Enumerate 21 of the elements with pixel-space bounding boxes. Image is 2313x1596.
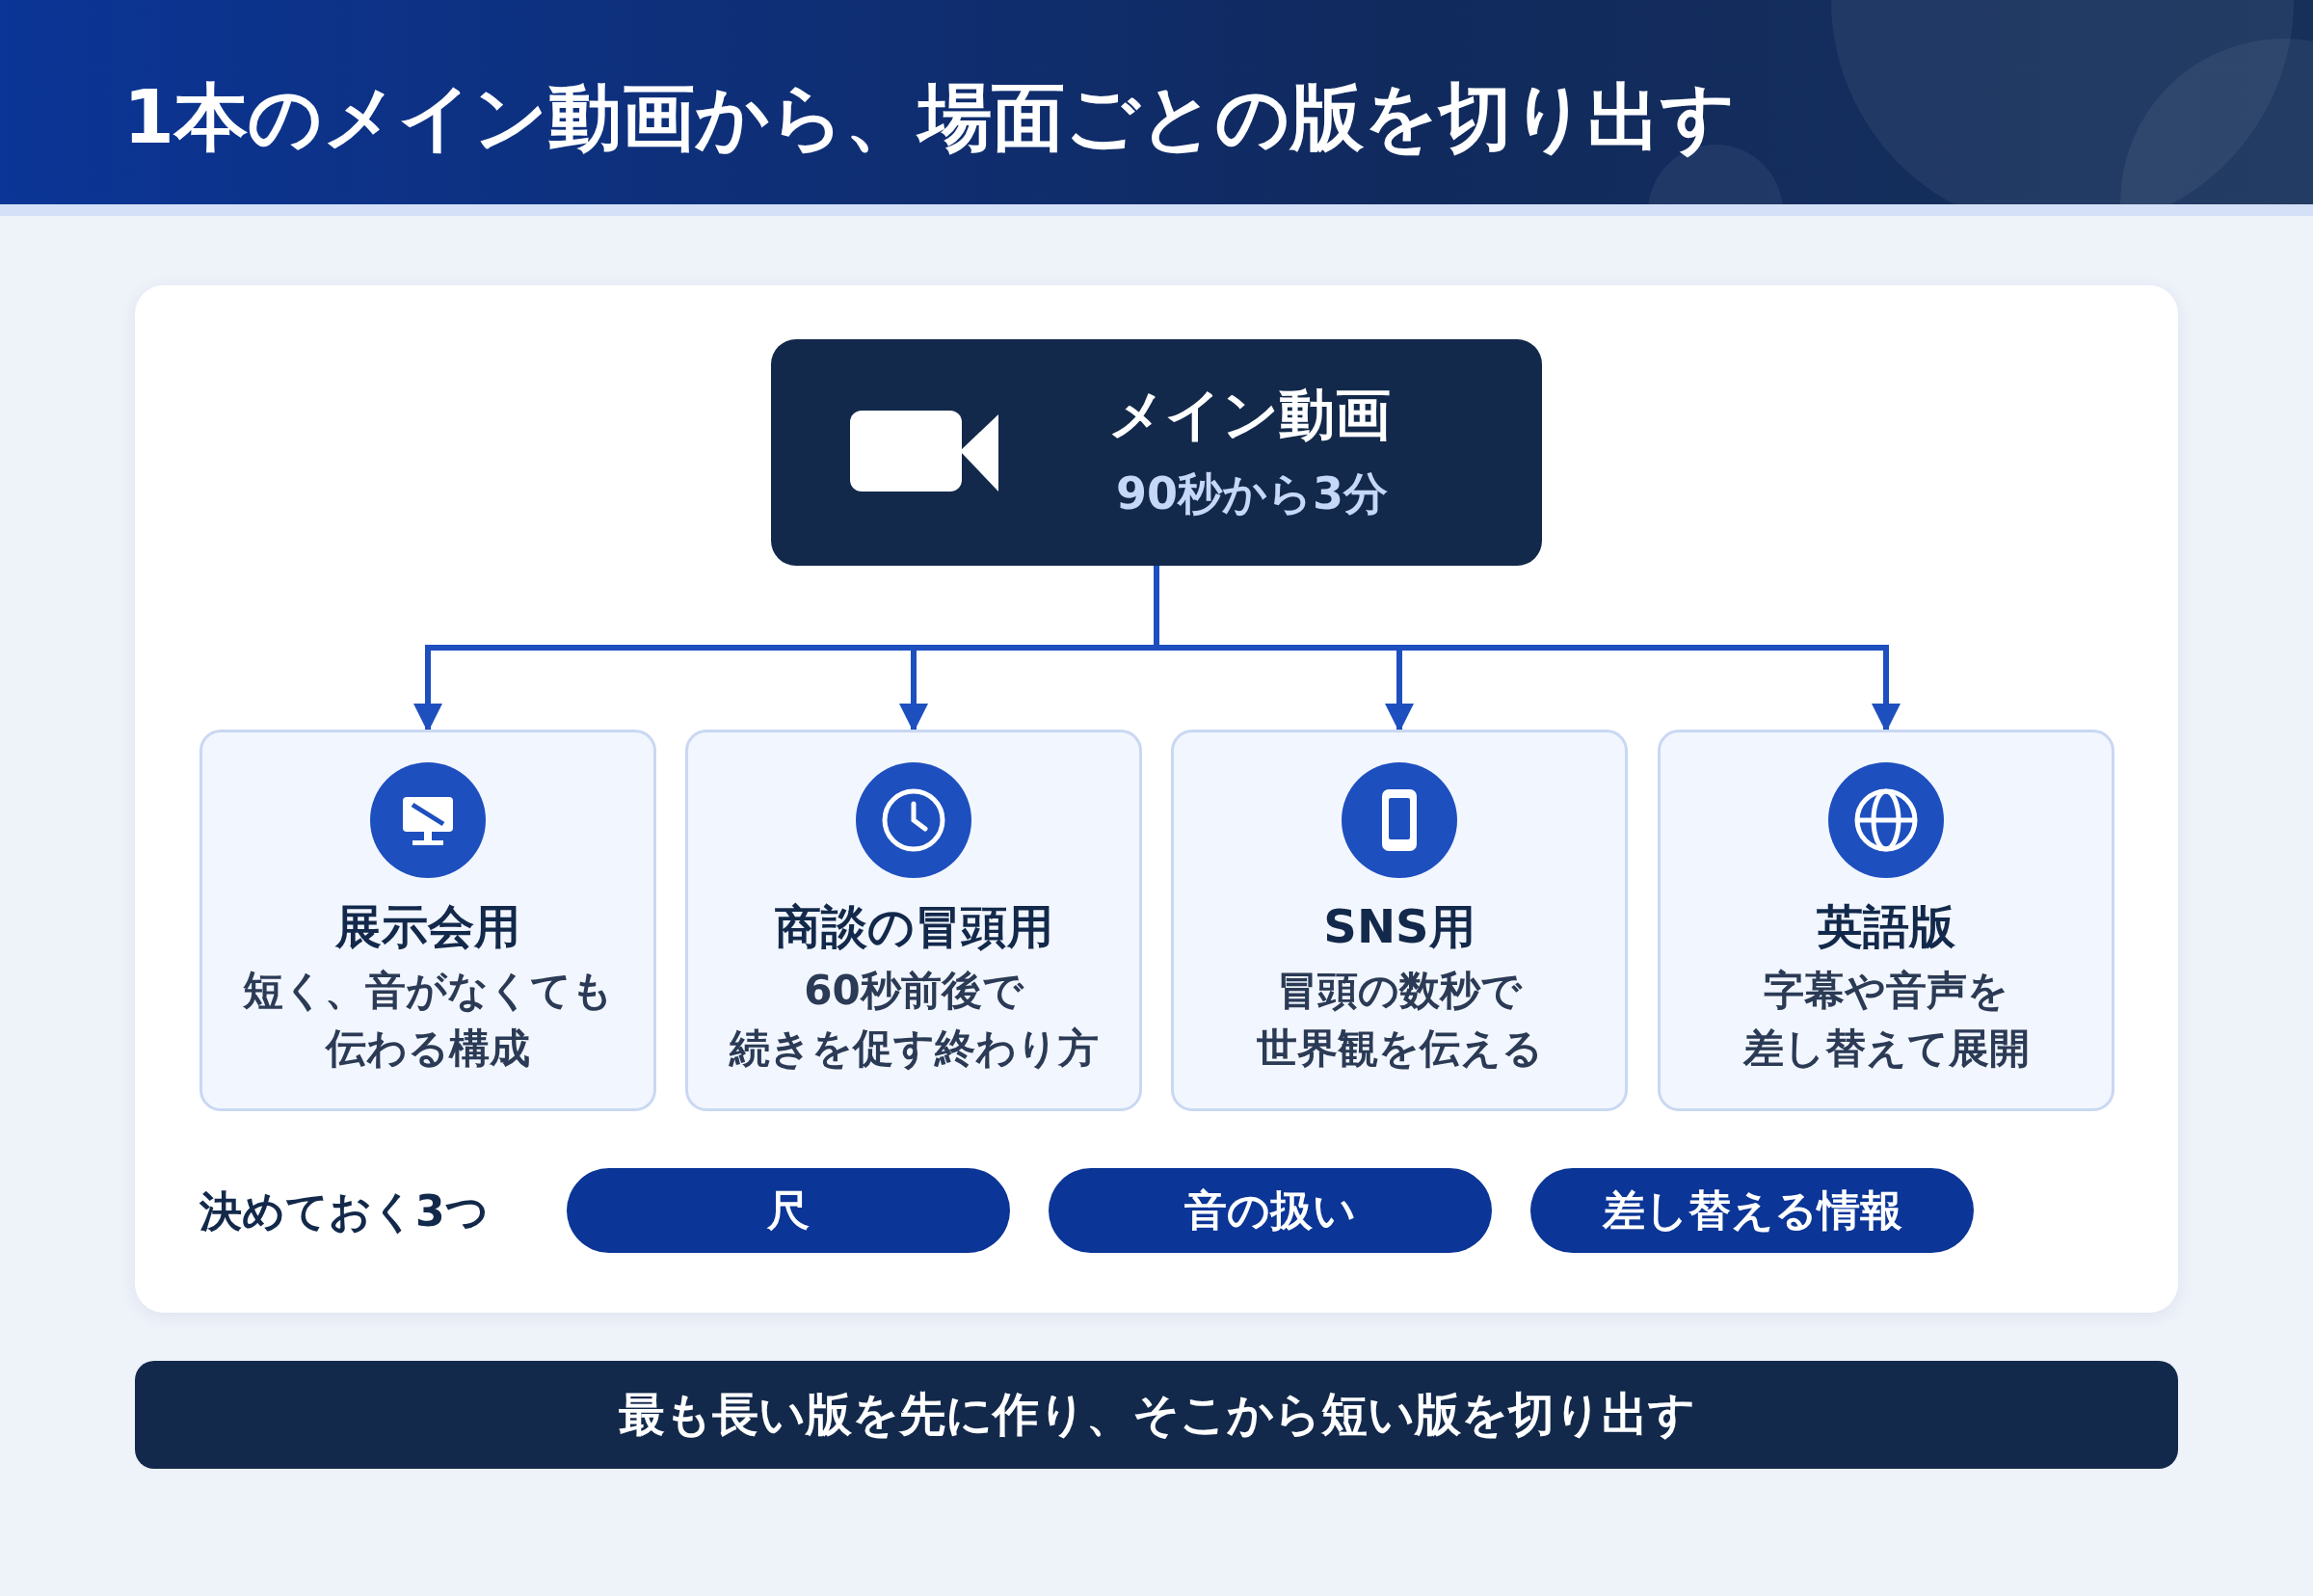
card-description: 60秒前後で続きを促す終わり方 <box>728 966 1100 1074</box>
card-description: 字幕や音声を差し替えて展開 <box>1741 966 2031 1074</box>
card-heading: 展示会用 <box>334 898 521 955</box>
pill-tag: 尺 <box>567 1168 1010 1253</box>
version-card <box>685 730 1142 1111</box>
pill-tag: 音の扱い <box>1049 1168 1492 1253</box>
page-title: 1本のメイン動画から、場面ごとの版を切り出す <box>123 73 1736 162</box>
card-description: 冒頭の数秒で世界観を伝える <box>1255 966 1544 1074</box>
duration-text: 90秒から3分 <box>1116 466 1389 521</box>
card-heading: 商談の冒頭用 <box>773 898 1054 955</box>
card-heading: SNS用 <box>1322 898 1476 955</box>
row-label: 決めておく3つ <box>199 1185 489 1237</box>
card-description: 短く、音がなくても伝わる構成 <box>242 966 614 1074</box>
version-card <box>1171 730 1628 1111</box>
card-heading: 英語版 <box>1816 898 1956 955</box>
pill-tag: 差し替える情報 <box>1530 1168 1974 1253</box>
main-video-box <box>771 339 1542 566</box>
summary-banner: 最も長い版を先に作り、そこから短い版を切り出す <box>135 1361 2178 1469</box>
box-heading: メイン動画 <box>1108 381 1391 449</box>
version-card <box>1658 730 2114 1111</box>
version-card <box>199 730 656 1111</box>
